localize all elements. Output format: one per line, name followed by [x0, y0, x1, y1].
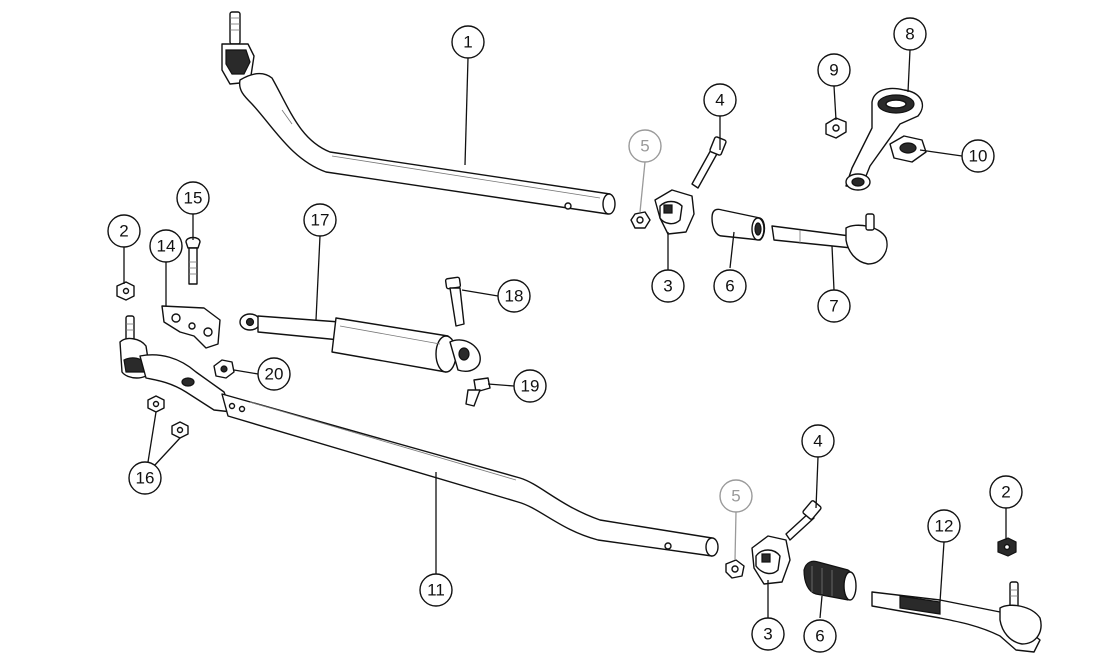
callout-bubbles: 1 2 2 3 3 4 4 5 — [107, 17, 1023, 653]
callout-10: 10 — [961, 139, 995, 173]
callout-5-upper: 5 — [628, 129, 662, 163]
leader-20 — [233, 369, 259, 375]
leader-16a — [147, 411, 157, 463]
leader-5a — [639, 161, 646, 213]
callout-16-label: 16 — [136, 469, 155, 488]
callout-11-label: 11 — [427, 581, 445, 600]
callout-4-upper-label: 4 — [715, 91, 724, 110]
callout-2-right: 2 — [989, 475, 1023, 509]
nut-2-left — [116, 281, 135, 301]
callout-3-upper-label: 3 — [663, 277, 672, 296]
callout-14-label: 14 — [157, 237, 176, 256]
nut-2-right — [997, 537, 1017, 557]
adjusting-sleeve-lower — [803, 560, 857, 601]
callout-19-label: 19 — [521, 377, 540, 396]
callout-18: 18 — [497, 279, 531, 313]
callout-3-upper: 3 — [651, 269, 685, 303]
nut-19 — [465, 377, 491, 407]
callout-7-label: 7 — [829, 297, 838, 316]
leader-8 — [907, 49, 911, 93]
leader-17 — [315, 235, 321, 321]
bolt-18 — [444, 276, 465, 327]
callout-19: 19 — [513, 369, 547, 403]
callout-10-label: 10 — [969, 147, 988, 166]
leader-18 — [461, 289, 499, 297]
callout-11: 11 — [419, 573, 453, 607]
clamp-upper — [654, 189, 695, 235]
callout-8: 8 — [893, 17, 927, 51]
callout-16: 16 — [128, 461, 162, 495]
callout-20-label: 20 — [265, 365, 284, 384]
callout-6-lower-label: 6 — [815, 627, 824, 646]
callout-4-upper: 4 — [703, 83, 737, 117]
callout-9: 9 — [817, 53, 851, 87]
clamp-lower — [751, 535, 791, 585]
callout-2-right-label: 2 — [1001, 483, 1010, 502]
callout-17-label: 17 — [311, 211, 330, 230]
nut-upper — [630, 211, 651, 229]
nuts-16 — [147, 395, 189, 439]
drag-link — [221, 11, 616, 215]
bolt-upper — [691, 136, 727, 189]
callout-2-left-label: 2 — [119, 222, 128, 241]
callout-1-label: 1 — [463, 33, 472, 52]
leader-1 — [464, 57, 469, 166]
nut-9 — [825, 117, 847, 139]
callout-2-left: 2 — [107, 214, 141, 248]
leader-19 — [487, 383, 515, 387]
steering-damper — [239, 313, 481, 373]
callout-12-label: 12 — [935, 517, 954, 536]
callout-15: 15 — [176, 181, 210, 215]
tie-rod-end-lower — [871, 581, 1042, 653]
callout-20: 20 — [257, 357, 291, 391]
leader-6a — [729, 231, 735, 269]
pitman-arm — [845, 87, 923, 191]
bolt-15 — [185, 236, 201, 285]
nut-20 — [213, 359, 235, 379]
callout-1: 1 — [451, 25, 485, 59]
leader-5b — [734, 511, 737, 561]
callout-8-label: 8 — [905, 25, 914, 44]
leader-12 — [939, 541, 945, 603]
callout-7: 7 — [817, 289, 851, 323]
callout-18-label: 18 — [505, 287, 524, 306]
leader-7 — [831, 245, 835, 291]
callout-9-label: 9 — [829, 61, 838, 80]
callout-3-lower: 3 — [751, 617, 785, 651]
callout-6-lower: 6 — [803, 619, 837, 653]
callout-5-lower: 5 — [719, 479, 753, 513]
leader-lines — [123, 49, 1007, 619]
leader-9 — [833, 85, 837, 121]
callout-4-lower: 4 — [801, 424, 835, 458]
tie-rod — [119, 315, 719, 557]
callout-6-upper: 6 — [713, 269, 747, 303]
leader-10 — [919, 149, 963, 157]
callout-6-upper-label: 6 — [725, 277, 734, 296]
callout-3-lower-label: 3 — [763, 625, 772, 644]
leader-16b — [153, 437, 181, 467]
nut-lower — [725, 559, 745, 579]
leader-4b — [815, 456, 819, 509]
leader-6b — [819, 595, 823, 619]
callout-5-lower-label: 5 — [731, 487, 740, 506]
nut-10 — [889, 135, 927, 163]
callout-14: 14 — [149, 229, 183, 263]
callout-17: 17 — [303, 203, 337, 237]
callout-4-lower-label: 4 — [813, 432, 822, 451]
adjusting-sleeve-upper — [711, 208, 766, 241]
tie-rod-end-upper — [771, 213, 888, 265]
callout-15-label: 15 — [184, 189, 203, 208]
callout-12: 12 — [927, 509, 961, 543]
callout-5-upper-label: 5 — [640, 137, 649, 156]
bracket-14 — [161, 305, 221, 349]
